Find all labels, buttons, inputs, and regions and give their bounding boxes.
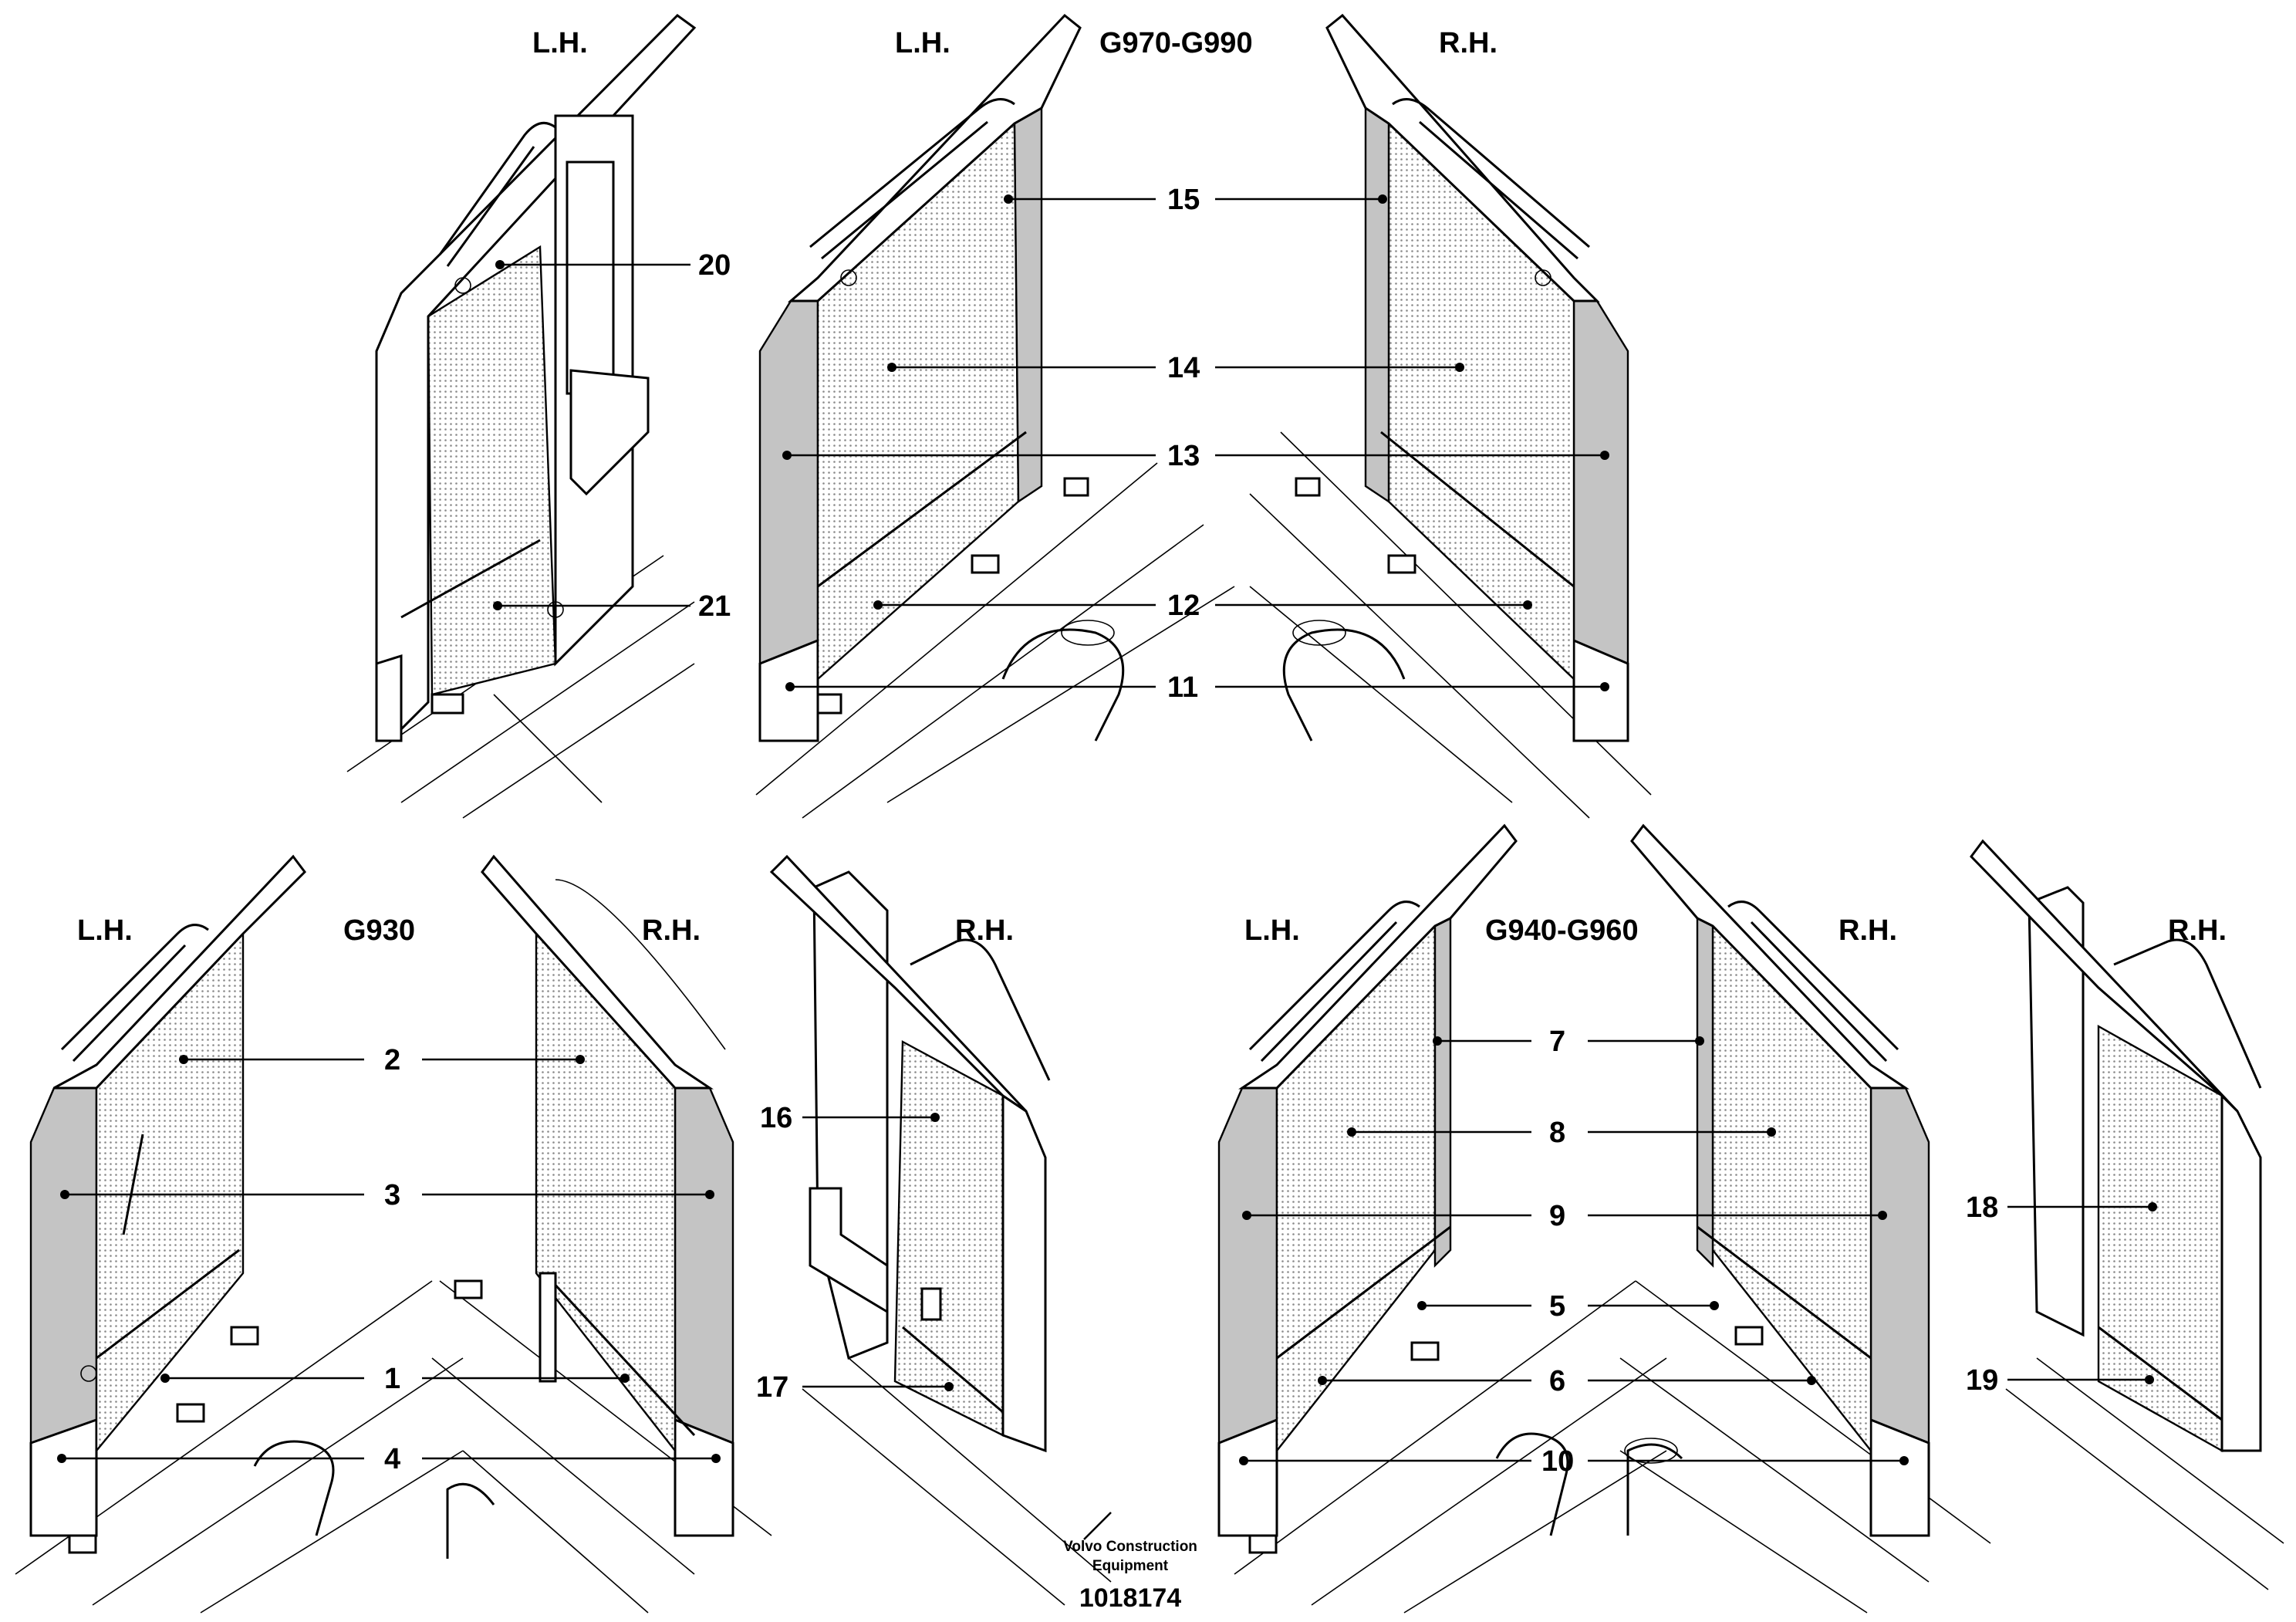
- callout-14: 14: [1167, 352, 1200, 384]
- caption-line-2: Equipment: [1092, 1558, 1169, 1574]
- callout-6: 6: [1549, 1365, 1565, 1397]
- callout-17: 17: [756, 1371, 788, 1404]
- view-g940-lh: [1217, 823, 1667, 1614]
- header-g940-rh-alt: R.H.: [2168, 914, 2227, 947]
- callout-1: 1: [384, 1363, 400, 1395]
- header-g930-rh: R.H.: [642, 914, 701, 947]
- callout-15: 15: [1167, 184, 1200, 216]
- callout-10: 10: [1541, 1445, 1574, 1478]
- callout-18: 18: [1966, 1191, 1998, 1224]
- view-g930-rh-alt: [769, 854, 1112, 1606]
- header-top-rh: R.H.: [1439, 27, 1497, 59]
- view-g970-rh: [1249, 13, 1652, 819]
- caption-line-1: Volvo Construction: [1063, 1539, 1197, 1555]
- header-g930-lh: L.H.: [77, 914, 133, 947]
- callout-8: 8: [1549, 1117, 1565, 1149]
- view-g940-rh: [1619, 823, 1991, 1614]
- header-top-lh-left: L.H.: [532, 27, 588, 59]
- callout-21: 21: [698, 590, 731, 623]
- callout-13: 13: [1167, 440, 1200, 472]
- callout-12: 12: [1167, 590, 1200, 622]
- callout-2: 2: [384, 1044, 400, 1076]
- callout-leaders: [57, 194, 2157, 1540]
- callout-19: 19: [1966, 1364, 1998, 1397]
- callout-20: 20: [698, 249, 731, 282]
- figure-number: 1018174: [1079, 1583, 1181, 1613]
- view-top-lh-left: [346, 14, 697, 819]
- header-g940-lh: L.H.: [1244, 914, 1300, 947]
- header-g930-model: G930: [343, 914, 415, 947]
- callout-9: 9: [1549, 1200, 1565, 1232]
- header-top-model: G970-G990: [1099, 27, 1253, 59]
- callout-4: 4: [384, 1443, 400, 1475]
- view-g940-rh-alt: [1970, 839, 2284, 1590]
- header-g940-model: G940-G960: [1485, 914, 1639, 947]
- header-g940-rh: R.H.: [1838, 914, 1897, 947]
- view-g930-lh: [15, 854, 464, 1614]
- callout-3: 3: [384, 1179, 400, 1211]
- callout-7: 7: [1549, 1026, 1565, 1058]
- header-top-lh-mid: L.H.: [895, 27, 950, 59]
- callout-16: 16: [760, 1102, 792, 1134]
- header-g930-rh-alt: R.H.: [955, 914, 1014, 947]
- view-g930-rh: [431, 854, 772, 1614]
- callout-5: 5: [1549, 1290, 1565, 1323]
- callout-11: 11: [1167, 671, 1198, 704]
- view-g970-lh: [755, 13, 1235, 819]
